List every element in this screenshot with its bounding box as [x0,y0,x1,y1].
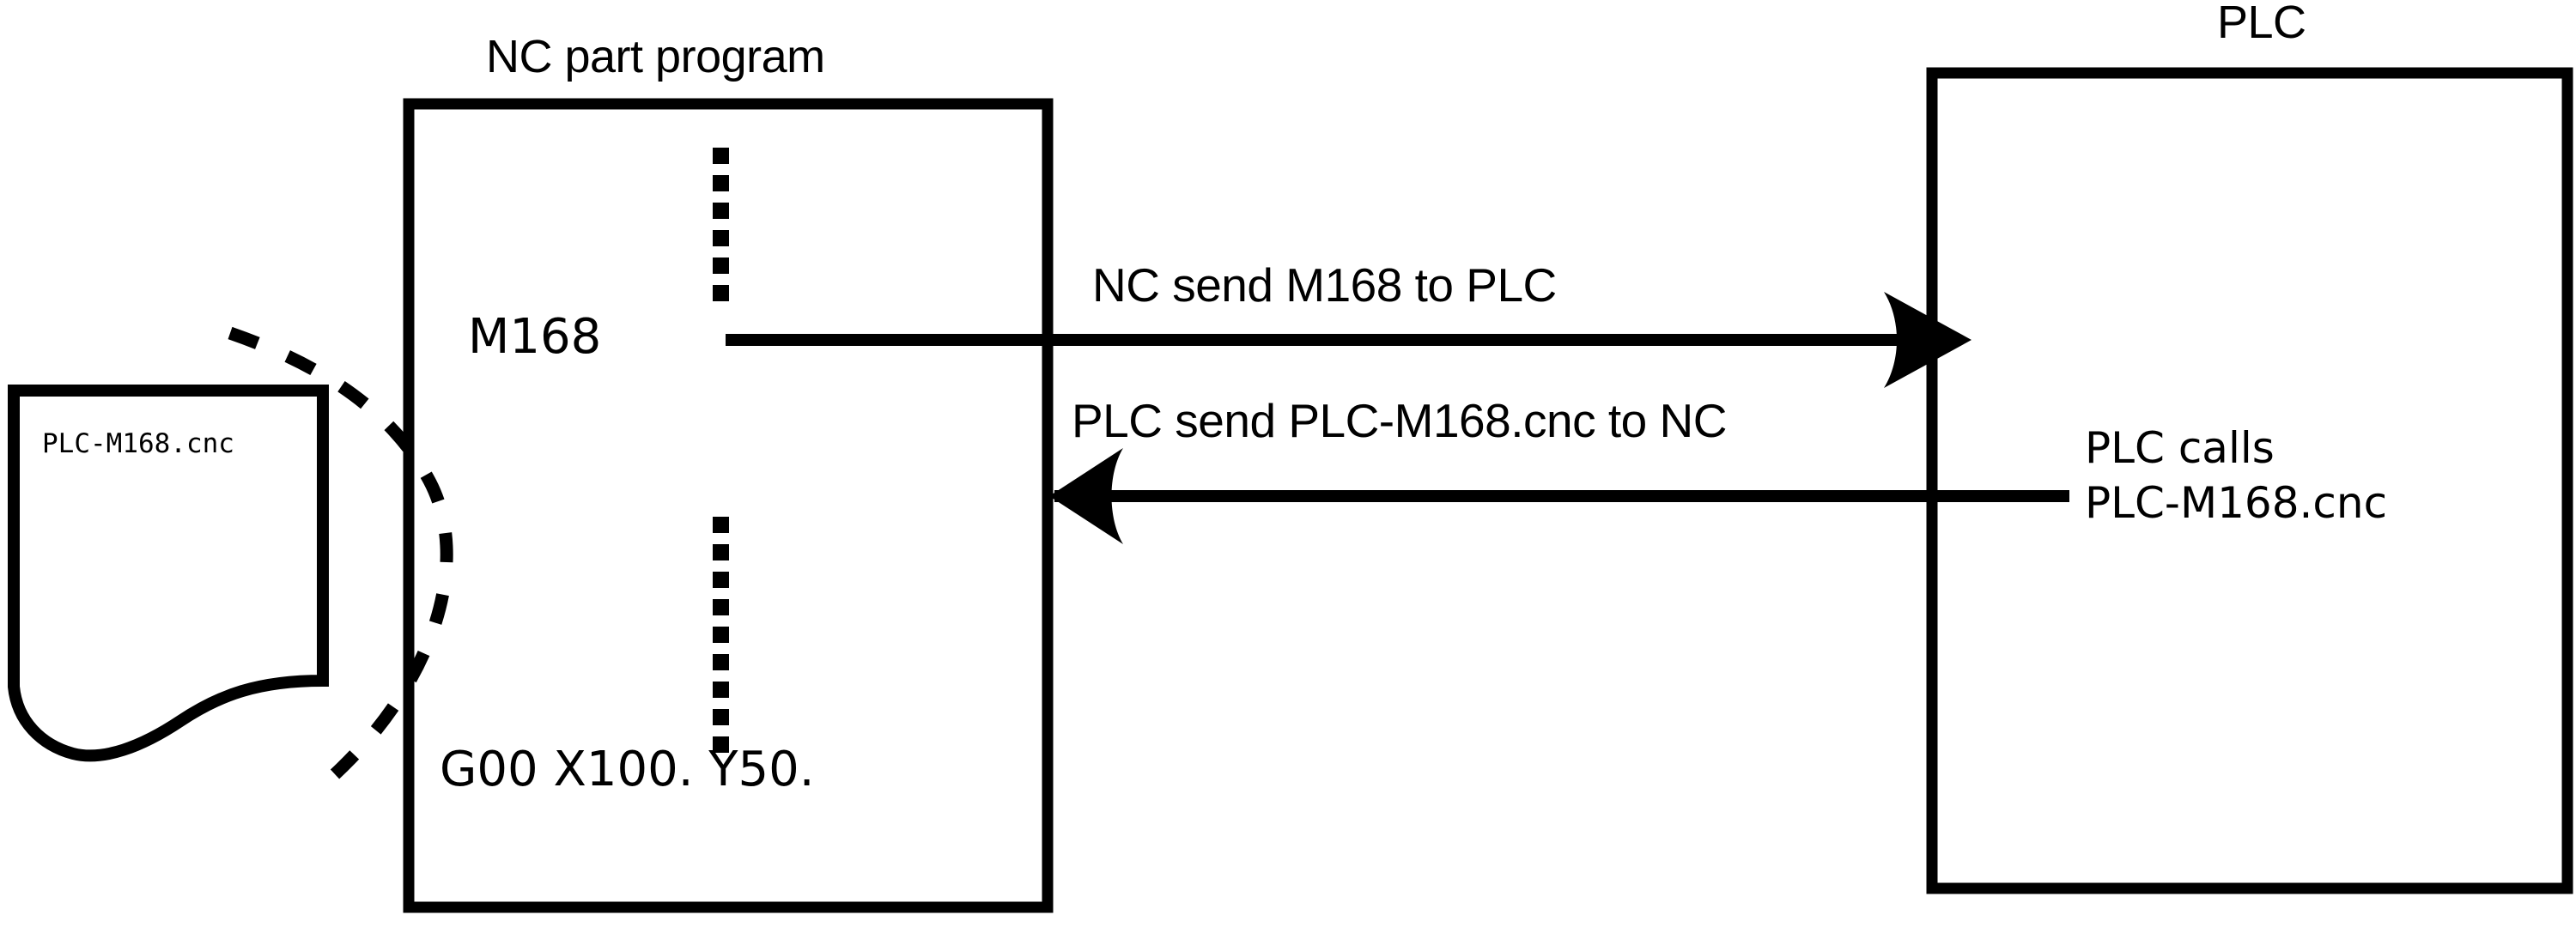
nc-gcode-line: G00 X100. Y50. [440,742,815,797]
plc-title: PLC [2217,0,2306,48]
plc-box [1926,67,2573,894]
nc-part-program-title: NC part program [486,31,825,82]
arrow-nc-to-plc [726,292,1971,388]
nc-vertical-ellipsis-top [713,148,729,301]
nc-vertical-ellipsis-bottom [713,517,729,753]
arrow-plc-to-nc [1049,448,2069,544]
plc-m168-cnc-document-shape [8,385,329,762]
nc-m168-line: M168 [468,309,602,365]
plc-calls-line-1: PLC calls [2085,423,2275,473]
arrow-label-nc-to-plc: NC send M168 to PLC [1092,258,1557,312]
arrow-label-plc-to-nc: PLC send PLC-M168.cnc to NC [1072,394,1727,447]
plc-calls-line-2: PLC-M168.cnc [2085,478,2388,528]
callout-dashed-curve [228,326,453,779]
nc-part-program-box [403,98,1054,913]
document-filename-label: PLC-M168.cnc [42,428,234,459]
